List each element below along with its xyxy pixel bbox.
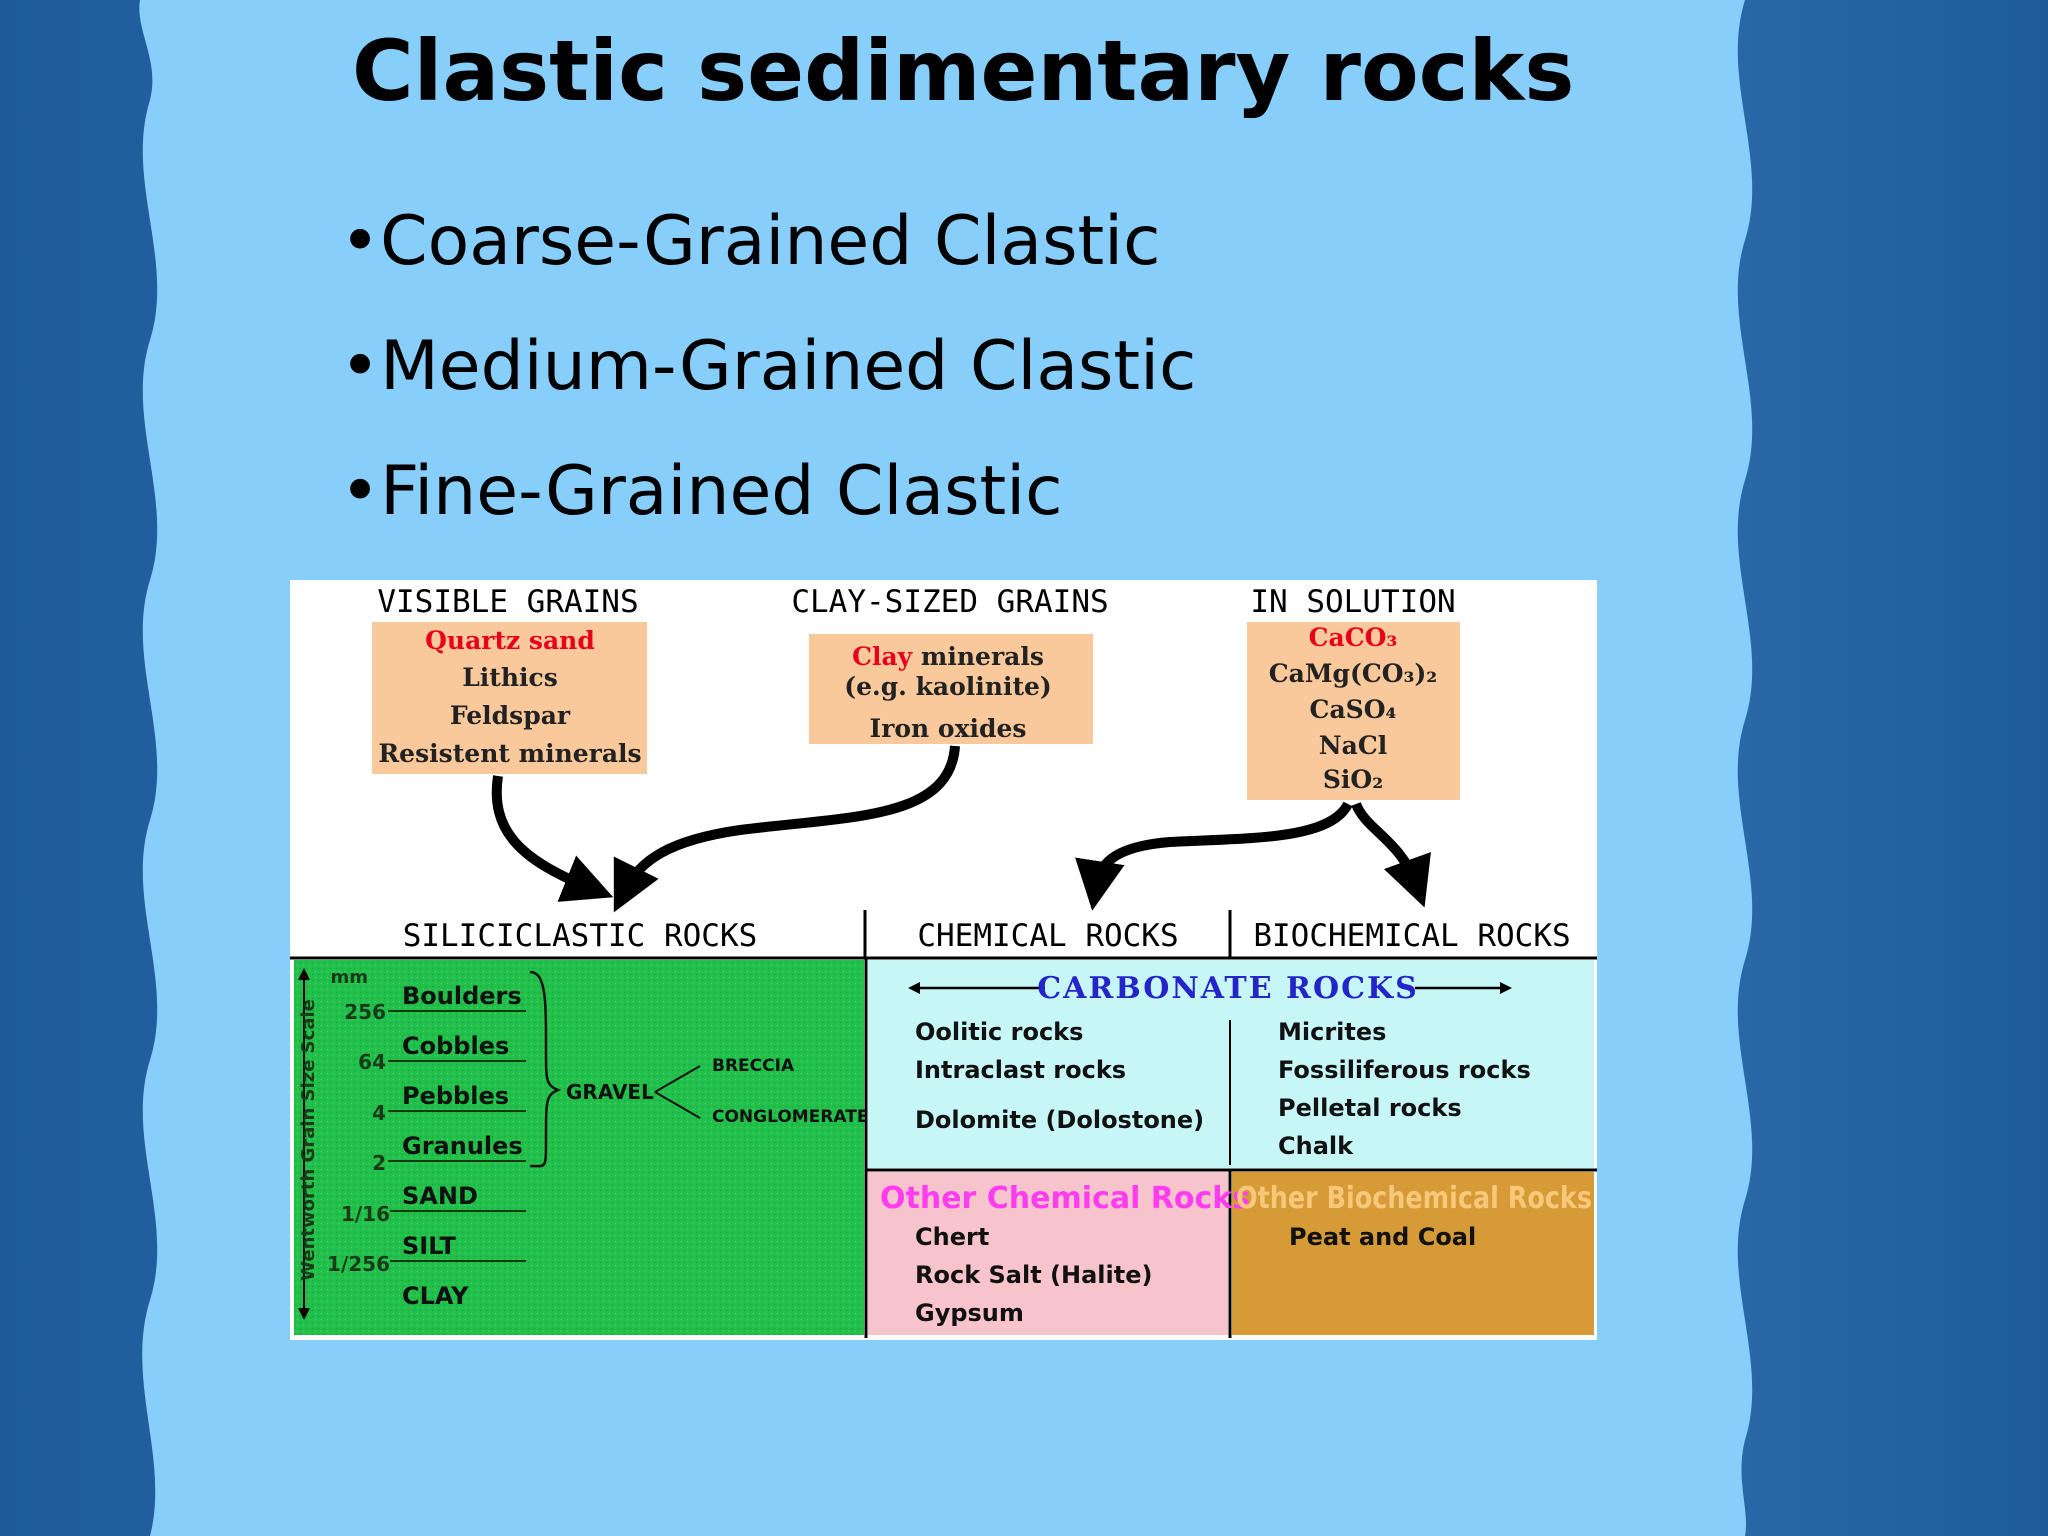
gravel-branch xyxy=(654,1091,701,1119)
other-chemical-item: Gypsum xyxy=(915,1299,1024,1327)
header-visible-grains: VISIBLE GRAINS xyxy=(377,584,638,620)
solution-box xyxy=(1247,622,1460,800)
other-biochemical-panel xyxy=(1232,1172,1594,1335)
conglomerate-label: CONGLOMERATE xyxy=(712,1107,868,1127)
bullet-text: Coarse-Grained Clastic xyxy=(380,202,1161,281)
gravel-branch xyxy=(654,1065,701,1093)
scale-tick: 256 xyxy=(344,1000,386,1024)
carbonate-item: Dolomite (Dolostone) xyxy=(915,1106,1204,1134)
grain-class: Cobbles xyxy=(402,1032,509,1060)
scale-tick: 1/16 xyxy=(341,1202,390,1226)
clay-line-1-rest: minerals xyxy=(912,642,1044,671)
clay-line-2: (e.g. kaolinite) xyxy=(844,672,1051,701)
grain-class: CLAY xyxy=(402,1282,469,1310)
carbonate-arrow-left-icon xyxy=(908,982,920,994)
visible-grains-item: Lithics xyxy=(462,663,558,692)
scale-tick: 4 xyxy=(372,1101,386,1125)
other-biochemical-title: Other Biochemical Rocks xyxy=(1236,1181,1592,1216)
other-chemical-item: Rock Salt (Halite) xyxy=(915,1261,1152,1289)
carbonate-item: Fossiliferous rocks xyxy=(1278,1056,1531,1084)
scale-axis-label: Wentworth Grain Size Scale xyxy=(298,999,319,1281)
solution-item: SiO₂ xyxy=(1323,765,1383,794)
scale-tick: 1/256 xyxy=(327,1252,390,1276)
grain-size-classes: Boulders Cobbles Pebbles Granules SAND S… xyxy=(402,982,523,1310)
carbonate-item: Oolitic rocks xyxy=(915,1018,1083,1046)
bullet-text: Fine-Grained Clastic xyxy=(380,452,1063,531)
bullet-dot: • xyxy=(340,202,381,281)
grain-class: SAND xyxy=(402,1182,478,1210)
arrow-solution-to-chemical xyxy=(1075,801,1353,911)
bullet-item: •Fine-Grained Clastic xyxy=(340,450,1196,575)
scale-tick: 64 xyxy=(358,1050,386,1074)
clay-line-1: Clay minerals xyxy=(852,642,1044,671)
bullet-dot: • xyxy=(340,327,381,406)
arrow-solution-to-biochemical xyxy=(1351,801,1431,908)
bullet-item: •Medium-Grained Clastic xyxy=(340,325,1196,450)
scale-arrow-up-icon xyxy=(298,968,310,980)
solution-highlight: CaCO₃ xyxy=(1309,623,1398,652)
other-chemical-panel xyxy=(868,1172,1228,1335)
carbonate-item: Pelletal rocks xyxy=(1278,1094,1462,1122)
grain-size-class-lines xyxy=(388,1010,526,1262)
carbonate-arrow-right-icon xyxy=(1500,982,1512,994)
other-chemical-title: Other Chemical Rocks xyxy=(880,1181,1250,1216)
scale-tick: 2 xyxy=(372,1151,386,1175)
grain-class: Granules xyxy=(402,1132,523,1160)
bullet-list: •Coarse-Grained Clastic •Medium-Grained … xyxy=(340,200,1196,575)
other-chemical-item: Chert xyxy=(915,1223,989,1251)
scale-arrow-down-icon xyxy=(298,1308,310,1320)
header-in-solution: IN SOLUTION xyxy=(1250,584,1455,620)
carbonate-item: Intraclast rocks xyxy=(915,1056,1126,1084)
other-biochemical-item: Peat and Coal xyxy=(1289,1223,1476,1251)
solution-item: CaSO₄ xyxy=(1310,695,1397,724)
bullet-item: •Coarse-Grained Clastic xyxy=(340,200,1196,325)
slide-title: Clastic sedimentary rocks xyxy=(352,22,1575,120)
grain-class: SILT xyxy=(402,1232,457,1260)
header-siliciclastic-rocks: SILICICLASTIC ROCKS xyxy=(403,918,758,954)
carbonate-item: Chalk xyxy=(1278,1132,1354,1160)
breccia-label: BRECCIA xyxy=(712,1056,795,1076)
clay-grains-box xyxy=(809,634,1093,744)
bullet-text: Medium-Grained Clastic xyxy=(380,327,1197,406)
carbonate-item: Micrites xyxy=(1278,1018,1386,1046)
header-biochemical-rocks: BIOCHEMICAL ROCKS xyxy=(1253,918,1570,954)
header-clay-sized-grains: CLAY-SIZED GRAINS xyxy=(791,584,1108,620)
header-chemical-rocks: CHEMICAL ROCKS xyxy=(917,918,1178,954)
grain-size-ticks: 256 64 4 2 1/16 1/256 xyxy=(327,1000,390,1276)
bullet-dot: • xyxy=(340,452,381,531)
visible-grains-box xyxy=(372,622,647,774)
solution-item: CaMg(CO₃)₂ xyxy=(1269,659,1437,688)
clay-line-3: Iron oxides xyxy=(870,714,1027,743)
gravel-brace xyxy=(529,970,562,1168)
arrow-clay-to-siliciclastic xyxy=(613,745,960,913)
scale-unit: mm xyxy=(330,967,368,988)
grain-class: Pebbles xyxy=(402,1082,509,1110)
sedimentary-rock-classification-diagram: VISIBLE GRAINS CLAY-SIZED GRAINS IN SOLU… xyxy=(290,580,1597,1340)
grain-class: Boulders xyxy=(402,982,522,1010)
visible-grains-item: Feldspar xyxy=(450,701,571,730)
visible-grains-item: Resistent minerals xyxy=(378,739,641,768)
siliciclastic-panel xyxy=(294,960,864,1335)
gravel-label: GRAVEL xyxy=(566,1080,654,1104)
solution-item: NaCl xyxy=(1319,731,1387,760)
clay-highlight: Clay xyxy=(852,642,914,671)
visible-grains-highlight: Quartz sand xyxy=(425,626,595,655)
arrow-visible-to-siliciclastic xyxy=(491,775,614,902)
carbonate-title: CARBONATE ROCKS xyxy=(1037,971,1419,1006)
